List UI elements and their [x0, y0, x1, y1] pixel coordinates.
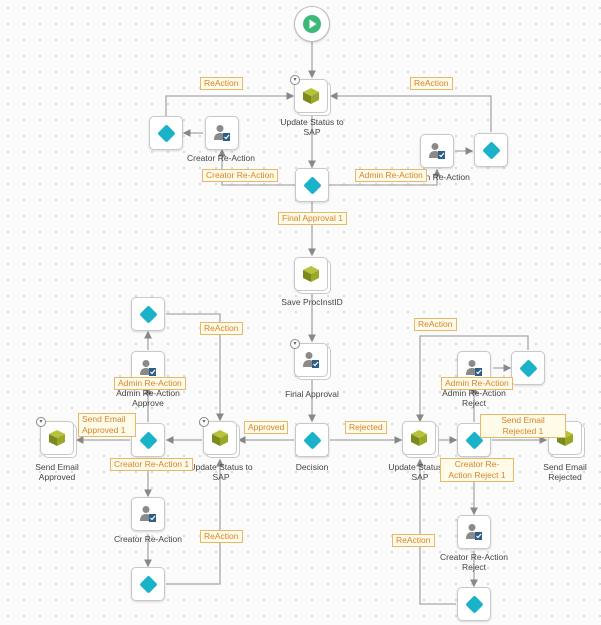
edge-label-reaction[interactable]: ReAction — [392, 534, 435, 547]
decision-diamond-bottom-right[interactable] — [457, 587, 491, 621]
decision-diamond-right-top[interactable] — [474, 133, 508, 167]
user-task-icon — [140, 506, 156, 522]
edge-label-reaction[interactable]: ReAction — [200, 77, 243, 90]
edge-label-send-email-approved[interactable]: Send Email Approved 1 — [78, 413, 136, 437]
filter-badge-icon: ▾ — [199, 417, 209, 427]
decision-label: Decision — [295, 462, 329, 472]
edge-label-final-approval[interactable]: Final Approval 1 — [278, 212, 347, 225]
edge-diamond-topright-to-update-right — [416, 335, 529, 423]
edge-label-send-email-rejected[interactable]: Send Email Rejected 1 — [480, 414, 566, 438]
edge-label-creator-reaction[interactable]: Creator Re-Action 1 — [110, 458, 194, 471]
edge-label-approved[interactable]: Approved — [244, 421, 289, 434]
decision-diamond-approve-top[interactable] — [131, 297, 165, 331]
creator-reaction-reject-node[interactable] — [457, 515, 491, 549]
user-task-icon — [214, 125, 230, 141]
edge-label-admin-reaction[interactable]: Admin Re-Action — [441, 377, 513, 390]
edge-diamond-topleft-to-update-left — [166, 313, 224, 422]
decision-diamond-left-top[interactable] — [149, 116, 183, 150]
edge-diamond-bottomleft-to-update-left — [166, 458, 224, 585]
edge-label-reaction[interactable]: ReAction — [200, 322, 243, 335]
user-task-icon — [466, 524, 482, 540]
diamond-icon — [302, 430, 322, 450]
diamond-icon — [138, 304, 158, 324]
edge-label-creator-reaction-reject[interactable]: Creator Re-Action Reject 1 — [440, 458, 514, 482]
update-status-top-node[interactable]: ▾ — [290, 75, 328, 113]
diamond-icon — [302, 175, 322, 195]
user-task-icon — [429, 143, 445, 159]
decision-diamond-bottom-left[interactable] — [131, 567, 165, 601]
play-icon — [303, 15, 321, 33]
edge-label-rejected[interactable]: Rejected — [345, 421, 387, 434]
decision-diamond-reject-top[interactable] — [511, 351, 545, 385]
final-approval-node[interactable]: ▾ — [290, 339, 328, 377]
edge-label-admin-reaction[interactable]: Admin Re-Action — [355, 169, 427, 182]
save-procinstid-label: Save ProcInstID — [281, 297, 343, 307]
decision-node[interactable] — [295, 423, 329, 457]
edge-label-admin-reaction[interactable]: Admin Re-Action — [114, 377, 186, 390]
cube-icon — [49, 430, 65, 446]
diamond-icon — [156, 123, 176, 143]
creator-reaction-top-label: Creator Re-Action — [186, 153, 256, 163]
final-approval-label: Final Approval — [285, 389, 339, 399]
save-procinstid-node[interactable] — [294, 257, 328, 291]
edge-diamond-right-to-update-top — [329, 92, 492, 132]
filter-badge-icon: ▾ — [290, 339, 300, 349]
decision-diamond-reject[interactable] — [457, 423, 491, 457]
edge-diamond-left-to-update-top — [165, 92, 295, 116]
edge-decision-top-to-creator-top — [218, 148, 295, 186]
diamond-icon — [481, 140, 501, 160]
cube-icon — [303, 88, 319, 104]
start-node[interactable] — [294, 6, 330, 42]
send-email-approved-node[interactable]: ▾ — [36, 417, 74, 455]
diamond-icon — [138, 430, 158, 450]
update-status-right-node[interactable] — [402, 421, 436, 455]
creator-reaction-mid-label: Creator Re-Action — [113, 534, 183, 544]
filter-badge-icon: ▾ — [36, 417, 46, 427]
user-task-icon — [466, 360, 482, 376]
edge-label-reaction[interactable]: ReAction — [200, 530, 243, 543]
edge-label-reaction[interactable]: ReAction — [414, 318, 457, 331]
cube-icon — [411, 430, 427, 446]
filter-badge-icon: ▾ — [290, 75, 300, 85]
admin-reaction-top-label: Admin Re-Action — [406, 172, 470, 182]
diamond-icon — [518, 358, 538, 378]
admin-reaction-top-node[interactable] — [420, 134, 454, 168]
cube-icon — [212, 430, 228, 446]
diamond-icon — [138, 574, 158, 594]
diamond-icon — [464, 594, 484, 614]
decision-diamond-center-top[interactable] — [295, 168, 329, 202]
edge-diamond-bottomright-to-update-right — [416, 458, 456, 605]
edge-label-reaction[interactable]: ReAction — [410, 77, 453, 90]
edge-decision-top-to-admin-top — [329, 168, 441, 186]
creator-reaction-top-node[interactable] — [205, 116, 239, 150]
update-status-left-node[interactable]: ▾ — [199, 417, 237, 455]
user-task-icon — [303, 352, 319, 368]
user-task-icon — [140, 360, 156, 376]
creator-reaction-mid-node[interactable] — [131, 497, 165, 531]
edge-label-creator-reaction[interactable]: Creator Re-Action — [202, 169, 279, 182]
decision-diamond-mid-left[interactable] — [131, 423, 165, 457]
cube-icon — [303, 266, 319, 282]
